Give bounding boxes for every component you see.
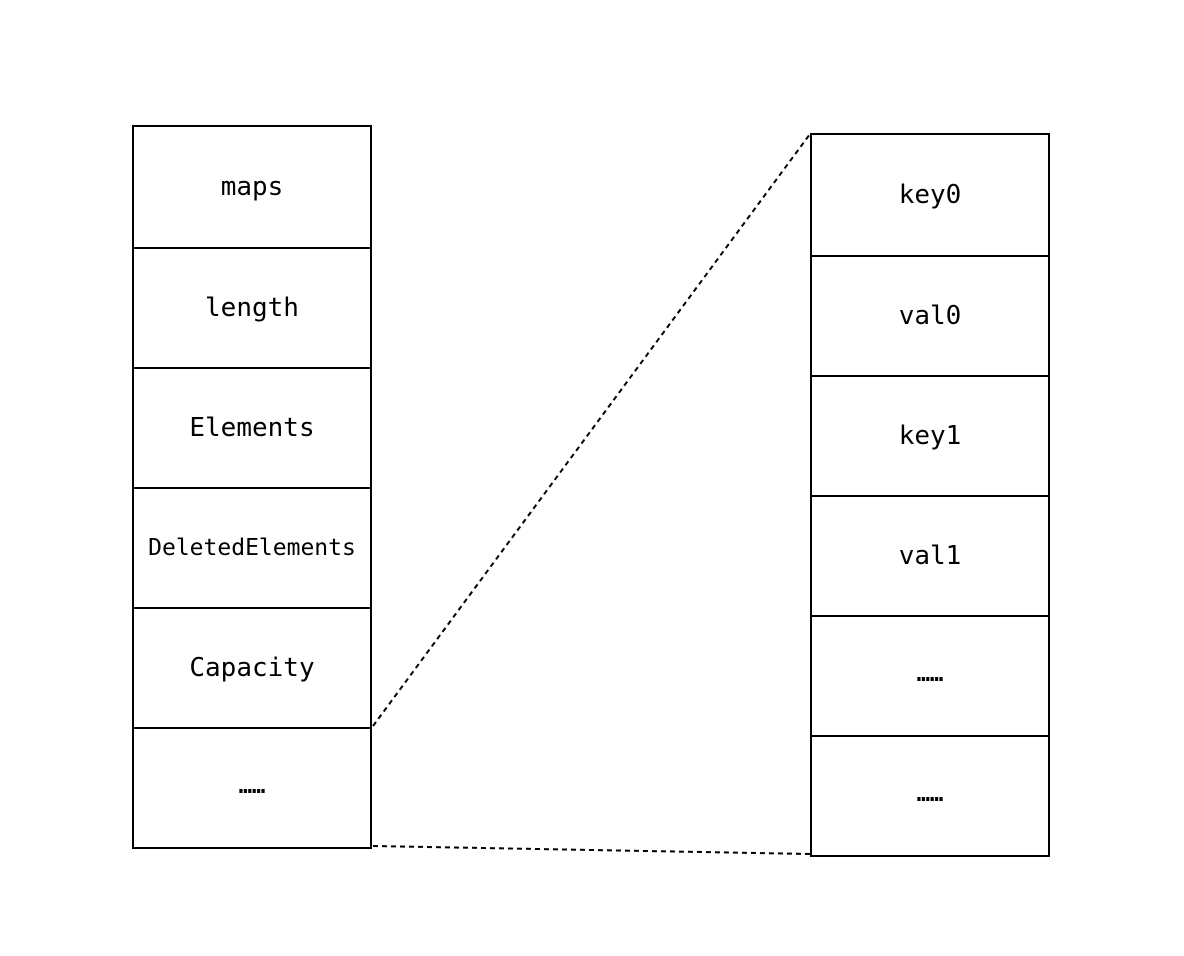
array-slot-val1: val1 — [812, 495, 1048, 615]
struct-fields-column: maps length Elements DeletedElements Cap… — [132, 125, 372, 849]
array-slot-key0: key0 — [898, 180, 962, 210]
field-ellipsis: …… — [134, 727, 370, 847]
connector-bottom — [372, 845, 811, 855]
field-length: length — [134, 247, 370, 367]
field-maps: maps — [220, 172, 284, 202]
key-value-array-column: key0 val0 key1 val1 …… …… — [810, 133, 1050, 857]
array-slot-ellipsis-1: …… — [812, 615, 1048, 735]
array-slot-ellipsis-2: …… — [812, 735, 1048, 855]
connector-top — [372, 133, 811, 727]
array-slot-val0: val0 — [812, 255, 1048, 375]
array-slot-key1: key1 — [812, 375, 1048, 495]
field-deleted-elements: DeletedElements — [134, 487, 370, 607]
field-capacity: Capacity — [134, 607, 370, 727]
field-elements: Elements — [134, 367, 370, 487]
